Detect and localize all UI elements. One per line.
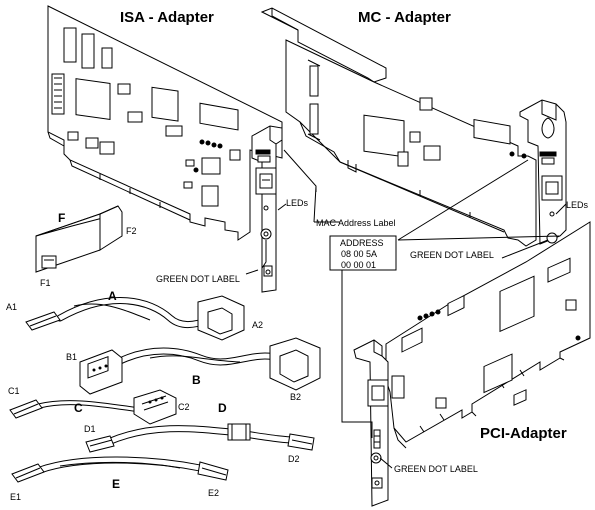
isa-adapter <box>47 5 283 293</box>
part-e: E <box>112 477 120 491</box>
green-dot-mc-label: GREEN DOT LABEL <box>410 250 494 260</box>
green-dot-isa-label: GREEN DOT LABEL <box>156 274 240 284</box>
mc-title: MC - Adapter <box>358 9 451 26</box>
leds-isa-label: LEDs <box>286 198 309 208</box>
part-c2: C2 <box>178 402 190 412</box>
leds-mc-label: LEDs <box>566 200 589 210</box>
isa-chip <box>63 27 77 63</box>
coupler-f <box>35 205 123 273</box>
part-a: A <box>108 289 117 303</box>
mc-asic <box>363 114 405 158</box>
isa-asic <box>75 78 111 121</box>
pci-adapter <box>353 221 591 507</box>
part-d1: D1 <box>84 424 96 434</box>
address-title: ADDRESS <box>340 238 384 248</box>
part-a2: A2 <box>252 320 263 330</box>
callout-lines <box>245 149 567 469</box>
address-line-2: 00 00 01 <box>341 260 376 270</box>
part-b2: B2 <box>290 392 301 402</box>
pci-asic <box>499 275 535 333</box>
part-f1: F1 <box>40 278 51 288</box>
part-c1: C1 <box>8 386 20 396</box>
part-f2: F2 <box>126 226 137 236</box>
cable-b <box>79 337 321 395</box>
isa-title: ISA - Adapter <box>120 9 214 26</box>
mac-address-label: MAC Address Label <box>316 218 396 228</box>
part-b1: B1 <box>66 352 77 362</box>
address-line-1: 08 00 5A <box>341 249 377 259</box>
part-f: F <box>58 211 65 225</box>
part-c: C <box>74 401 83 415</box>
mc-adapter <box>260 7 567 247</box>
mac-address-box: ADDRESS 08 00 5A 00 00 01 <box>329 235 397 271</box>
part-e2: E2 <box>208 488 219 498</box>
part-e1: E1 <box>10 492 21 502</box>
cable-d <box>85 423 315 453</box>
part-d: D <box>218 401 227 415</box>
mc-board <box>285 39 537 247</box>
part-d2: D2 <box>288 454 300 464</box>
pci-title: PCI-Adapter <box>480 425 567 442</box>
cable-a <box>25 295 245 341</box>
part-a1: A1 <box>6 302 17 312</box>
cable-e <box>11 456 229 483</box>
part-b: B <box>192 373 201 387</box>
green-dot-pci-label: GREEN DOT LABEL <box>394 464 478 474</box>
pci-bracket <box>353 339 389 507</box>
cable-c <box>9 389 177 425</box>
